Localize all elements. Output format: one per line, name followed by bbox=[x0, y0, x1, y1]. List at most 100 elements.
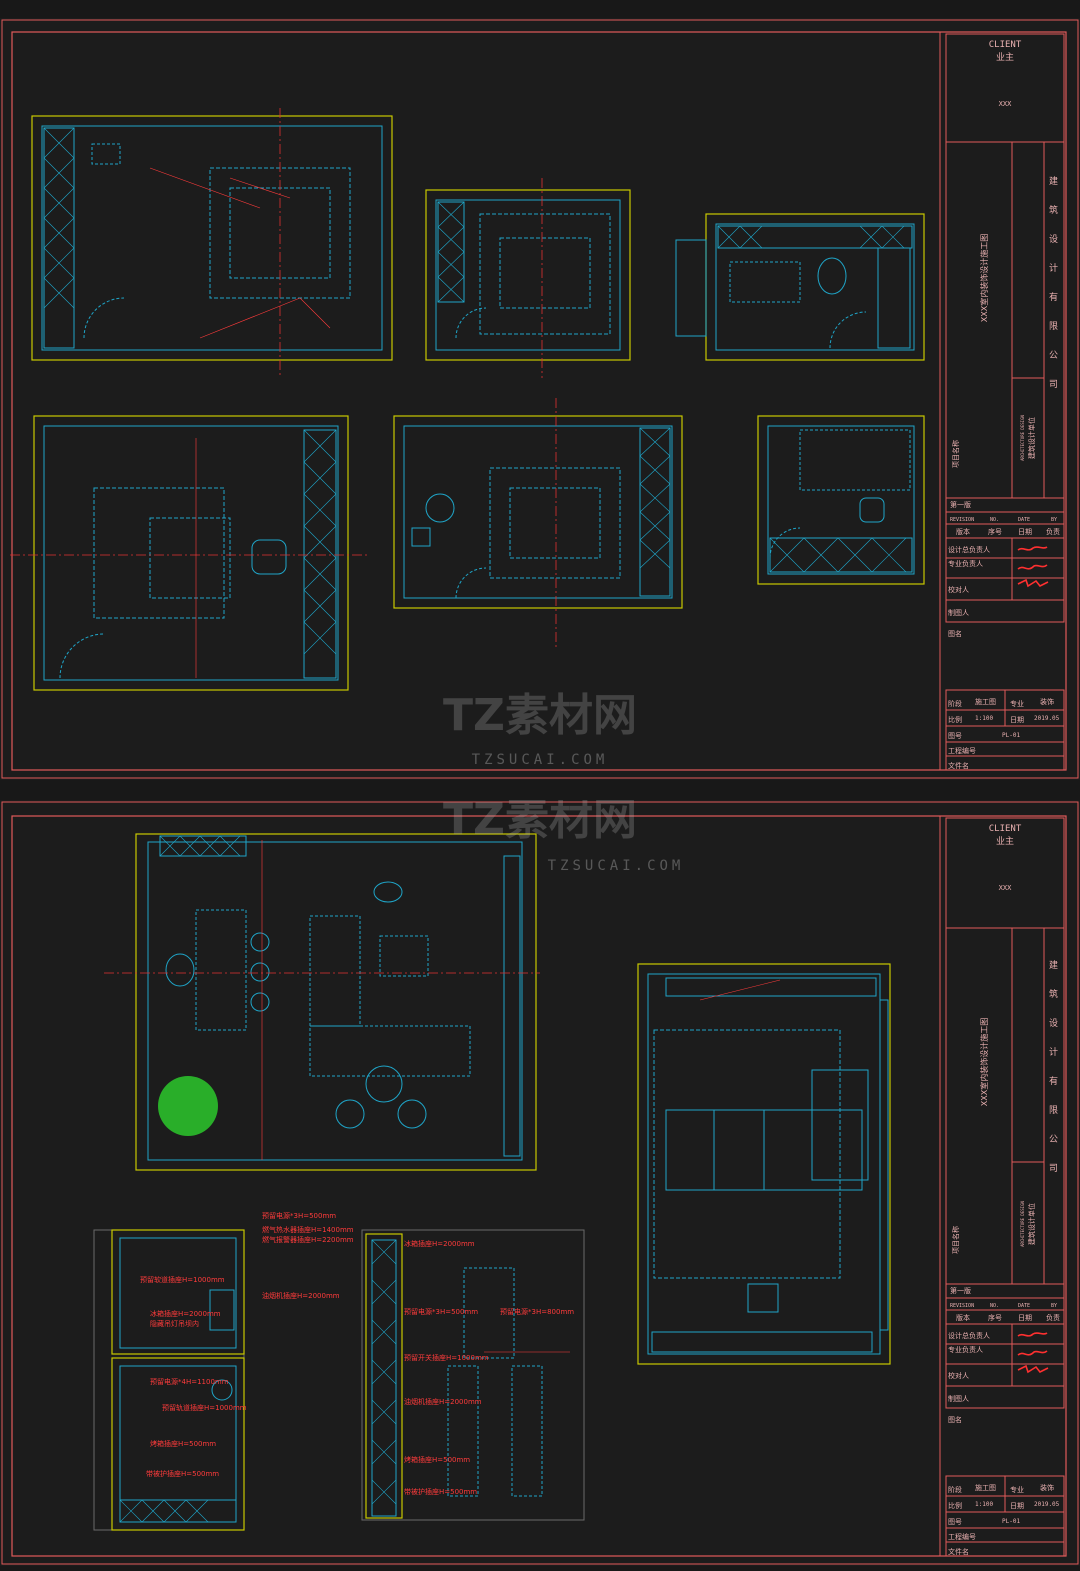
discipline-value: 装饰 bbox=[1040, 1483, 1054, 1492]
rev-header-1: NO. bbox=[990, 1303, 999, 1309]
stage-value: 施工图 bbox=[975, 1483, 996, 1492]
scale-label: 比例 bbox=[948, 1501, 962, 1510]
date-value: 2019.05 bbox=[1034, 1501, 1060, 1508]
note-a4: 预留软道插座H=1000mm bbox=[140, 1275, 225, 1284]
rev-header-cn-0: 版本 bbox=[956, 527, 970, 536]
project-name: XXX室内装饰设计施工图 bbox=[979, 1018, 989, 1106]
outer-frame bbox=[1, 801, 1079, 1565]
note-b2: 预留电源*3H=500mm bbox=[404, 1307, 478, 1316]
rev-header-cn-1: 序号 bbox=[988, 1313, 1002, 1322]
role-drafter: 制图人 bbox=[948, 608, 969, 617]
rev-header-cn-3: 负责 bbox=[1046, 527, 1060, 536]
date-value: 2019.05 bbox=[1034, 715, 1060, 722]
role-discipline-lead: 专业负责人 bbox=[948, 1345, 983, 1354]
note-b5: 油烟机插座H=2000mm bbox=[404, 1397, 482, 1406]
rev-header-0: REVISION bbox=[950, 517, 974, 523]
plan-room-2 bbox=[425, 178, 631, 378]
note-a1: 预留电源*3H=500mm bbox=[262, 1211, 336, 1220]
note-a2: 燃气热水器插座H=1400mm bbox=[262, 1225, 354, 1234]
rev-header-cn-0: 版本 bbox=[956, 1313, 970, 1322]
drawing-title-label: 图名 bbox=[948, 1415, 962, 1424]
date-label: 日期 bbox=[1010, 1502, 1024, 1510]
project-name: XXX室内装饰设计施工图 bbox=[979, 234, 989, 322]
drawing-no-value: PL-01 bbox=[1002, 1518, 1020, 1525]
plan-room-5 bbox=[393, 398, 683, 648]
file-label: 文件名 bbox=[948, 761, 969, 770]
note-a5: 油烟机插座H=2000mm bbox=[262, 1291, 340, 1300]
note-a10: 烤箱插座H=500mm bbox=[150, 1439, 216, 1448]
watermark-brand: TZ素材网 bbox=[443, 800, 637, 845]
drawing-sheet-2: CLIENT 业主 XXX 建筑设计有限公司 XXX室内装饰设计施工图 项目名称… bbox=[0, 800, 1080, 1566]
note-b7: 带被护插座H=500mm bbox=[404, 1487, 477, 1496]
signature-3 bbox=[1017, 578, 1049, 588]
stage-label: 阶段 bbox=[948, 1485, 962, 1494]
note-b1: 冰箱插座H=2000mm bbox=[404, 1239, 475, 1248]
company-name: 建筑设计有限公司 bbox=[1047, 959, 1058, 1192]
note-b6: 烤箱插座H=500mm bbox=[404, 1455, 470, 1464]
project-no-label: 工程编号 bbox=[948, 746, 976, 755]
revision-label: 第一版 bbox=[950, 500, 971, 509]
role-checker: 校对人 bbox=[948, 585, 969, 594]
note-a9: 预留轨道插座H=1000mm bbox=[162, 1403, 247, 1412]
inner-frame bbox=[11, 31, 1067, 771]
rev-header-2: DATE bbox=[1018, 517, 1030, 523]
plan-kitchen-2 bbox=[361, 1229, 585, 1521]
title-block: CLIENT 业主 XXX 建筑设计有限公司 XXX室内装饰设计施工图 项目名称… bbox=[939, 32, 1065, 771]
role-checker: 校对人 bbox=[948, 1371, 969, 1380]
rev-header-3: BY bbox=[1051, 1303, 1057, 1309]
rev-header-cn-3: 负责 bbox=[1046, 1313, 1060, 1322]
rev-header-cn-2: 日期 bbox=[1018, 1314, 1032, 1322]
role-design-lead: 设计总负责人 bbox=[948, 545, 990, 554]
plan-room-1 bbox=[31, 108, 393, 378]
role-discipline-lead: 专业负责人 bbox=[948, 559, 983, 568]
plan-room-3 bbox=[675, 213, 925, 361]
discipline-label: 专业 bbox=[1010, 1485, 1024, 1494]
plan-room-4 bbox=[10, 415, 370, 691]
company-cn-label: 建筑设计单位 bbox=[1027, 417, 1036, 459]
signature-2 bbox=[1017, 1350, 1048, 1356]
drawing-title-label: 图名 bbox=[948, 629, 962, 638]
discipline-value: 装饰 bbox=[1040, 697, 1054, 706]
date-label: 日期 bbox=[1010, 716, 1024, 724]
client-name: XXX bbox=[999, 100, 1012, 108]
note-b3: 预留电源*3H=800mm bbox=[500, 1307, 574, 1316]
company-en-label: ARCHITECTURE DESIGN bbox=[1020, 415, 1025, 461]
plan-bedroom bbox=[637, 963, 891, 1365]
project-label: 项目名称 bbox=[951, 440, 960, 468]
client-en-label: CLIENT bbox=[989, 40, 1022, 50]
title-block: CLIENT 业主 XXX 建筑设计有限公司 XXX室内装饰设计施工图 项目名称… bbox=[939, 816, 1065, 1557]
sheet-1-canvas: CLIENT 业主 XXX 建筑设计有限公司 XXX室内装饰设计施工图 项目名称… bbox=[1, 19, 1079, 779]
project-label: 项目名称 bbox=[951, 1226, 960, 1254]
drawing-sheet-1: CLIENT 业主 XXX 建筑设计有限公司 XXX室内装饰设计施工图 项目名称… bbox=[0, 18, 1080, 780]
scale-value: 1:100 bbox=[975, 1501, 993, 1508]
plan-living-dining bbox=[104, 833, 540, 1171]
client-cn-label: 业主 bbox=[996, 51, 1014, 63]
note-a11: 带被护插座H=500mm bbox=[146, 1469, 219, 1478]
project-no-label: 工程编号 bbox=[948, 1532, 976, 1541]
rev-header-3: BY bbox=[1051, 517, 1057, 523]
signature-2 bbox=[1017, 564, 1048, 570]
watermark-url: TZSUCAI.COM bbox=[548, 858, 685, 874]
plan-room-6 bbox=[757, 415, 925, 585]
plan-kitchen bbox=[93, 1229, 245, 1531]
watermark-url: TZSUCAI.COM bbox=[472, 752, 609, 768]
file-label: 文件名 bbox=[948, 1547, 969, 1556]
stage-label: 阶段 bbox=[948, 699, 962, 708]
watermark-brand: TZ素材网 bbox=[443, 690, 637, 741]
client-name: XXX bbox=[999, 884, 1012, 892]
stage-value: 施工图 bbox=[975, 697, 996, 706]
inner-frame bbox=[11, 815, 1067, 1557]
sheet-2-canvas: CLIENT 业主 XXX 建筑设计有限公司 XXX室内装饰设计施工图 项目名称… bbox=[1, 800, 1079, 1565]
rev-header-cn-1: 序号 bbox=[988, 527, 1002, 536]
note-a8: 预留电源*4H=1100mm bbox=[150, 1377, 229, 1386]
note-a6: 冰箱插座H=2000mm bbox=[150, 1309, 221, 1318]
rev-header-cn-2: 日期 bbox=[1018, 528, 1032, 536]
role-design-lead: 设计总负责人 bbox=[948, 1331, 990, 1340]
note-b4: 预留开关插座H=1000mm bbox=[404, 1353, 489, 1362]
company-name: 建筑设计有限公司 bbox=[1047, 175, 1058, 408]
rev-header-2: DATE bbox=[1018, 1303, 1030, 1309]
client-cn-label: 业主 bbox=[996, 835, 1014, 847]
scale-label: 比例 bbox=[948, 715, 962, 724]
outer-frame bbox=[1, 19, 1079, 779]
client-en-label: CLIENT bbox=[989, 824, 1022, 834]
